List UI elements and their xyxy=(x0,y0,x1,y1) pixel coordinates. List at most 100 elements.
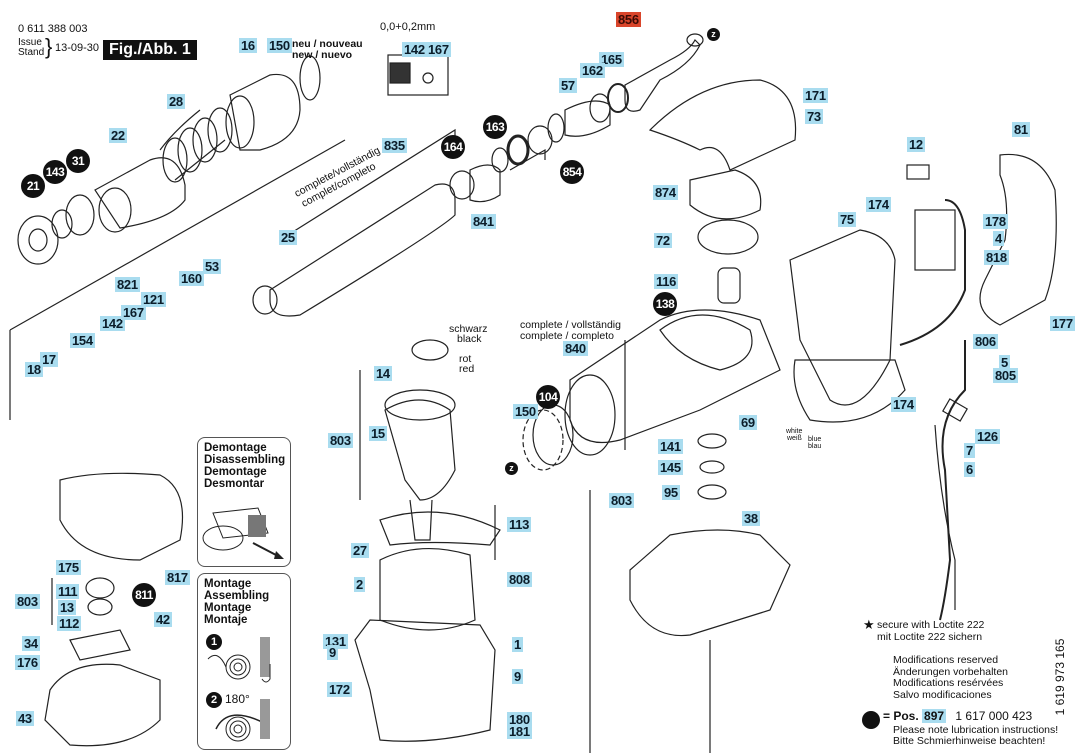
callout-856-highlighted: 856 xyxy=(616,12,641,27)
pos-part-number: 1 617 000 423 xyxy=(955,709,1033,723)
part-75-drawing xyxy=(789,229,896,406)
callout-817: 817 xyxy=(165,570,190,585)
part-43-drawing xyxy=(44,663,161,747)
callout-69: 69 xyxy=(739,415,757,430)
callout-121: 121 xyxy=(141,292,166,307)
disassembly-title-en: Disassembling xyxy=(204,454,286,466)
note-new-en-es: new / nuevo xyxy=(292,49,353,61)
part-16-drawing xyxy=(229,73,301,151)
callout-43: 43 xyxy=(16,711,34,726)
lube-callout-104: 104 xyxy=(536,385,560,409)
callout-154: 154 xyxy=(70,333,95,348)
star-icon: ★ xyxy=(863,617,875,632)
z-marker-top: z xyxy=(707,28,720,41)
part-22-drawing xyxy=(94,157,186,229)
spring-assembly-illustration xyxy=(207,637,271,742)
callout-95: 95 xyxy=(662,485,680,500)
lube-callout-138: 138 xyxy=(653,292,677,316)
callout-803-gear: 803 xyxy=(609,493,634,508)
pos-label: = Pos. xyxy=(883,709,919,723)
callout-72: 72 xyxy=(654,233,672,248)
figure-title: Fig./Abb. 1 xyxy=(103,40,197,60)
callout-806: 806 xyxy=(973,334,998,349)
lube-callout-21: 21 xyxy=(21,174,45,198)
assembly-panel: Montage Assembling Montage Montaje 1 2 1… xyxy=(197,573,291,750)
callout-42: 42 xyxy=(154,612,172,627)
callout-18: 18 xyxy=(25,362,43,377)
brace: } xyxy=(45,34,53,59)
motor-housing-1-drawing xyxy=(354,619,496,742)
callout-874: 874 xyxy=(653,185,678,200)
callout-167: 167 xyxy=(121,305,146,320)
callout-6: 6 xyxy=(964,462,975,477)
callout-113: 113 xyxy=(507,517,532,532)
callout-172: 172 xyxy=(327,682,352,697)
part-21-drawing xyxy=(17,215,59,265)
callout-13: 13 xyxy=(58,600,76,615)
document-number: 1 619 973 165 xyxy=(1053,638,1067,716)
callout-808: 808 xyxy=(507,572,532,587)
note-weiss: weiß xyxy=(787,435,802,442)
part-72-gear-drawing xyxy=(697,219,759,255)
callout-174-top: 174 xyxy=(866,197,891,212)
callout-171: 171 xyxy=(803,88,828,103)
loctite-line-de: mit Loctite 222 sichern xyxy=(877,630,983,643)
lubrication-dot-icon xyxy=(862,711,880,729)
modifications-note: Modifications reserved Änderungen vorbeh… xyxy=(893,654,1008,701)
callout-142-inset: 142 xyxy=(402,42,427,57)
disassembly-panel: Demontage Disassembling Demontage Desmon… xyxy=(197,437,291,567)
callout-81: 81 xyxy=(1012,122,1030,137)
callout-150-lower: 150 xyxy=(513,404,538,419)
callout-145: 145 xyxy=(658,460,683,475)
lube-callout-854: 854 xyxy=(560,160,584,184)
callout-180: 180 xyxy=(507,712,532,727)
issue-label: Issue xyxy=(18,37,42,48)
step-2-badge: 2 xyxy=(206,692,222,708)
callout-16: 16 xyxy=(239,38,257,53)
callout-840: 840 xyxy=(563,341,588,356)
callout-174-bottom: 174 xyxy=(891,397,916,412)
disassembly-title-es: Desmontar xyxy=(204,478,265,490)
callout-803-brush: 803 xyxy=(15,594,40,609)
lube-callout-143: 143 xyxy=(43,160,67,184)
callout-178: 178 xyxy=(983,214,1008,229)
callout-7: 7 xyxy=(964,443,975,458)
issue-date: 13-09-30 xyxy=(55,42,100,54)
loctite-line-en: secure with Loctite 222 xyxy=(877,619,985,631)
callout-167-inset: 167 xyxy=(426,42,451,57)
callout-181: 181 xyxy=(507,724,532,739)
note-new-de-fr: neu / nouveau xyxy=(292,38,363,50)
disassembly-title-de: Demontage xyxy=(204,442,267,454)
callout-9-left: 9 xyxy=(327,645,338,660)
mods-es: Salvo modificaciones xyxy=(893,688,992,701)
callout-177: 177 xyxy=(1050,316,1075,331)
callout-111: 111 xyxy=(56,584,80,599)
callout-75: 75 xyxy=(838,212,856,227)
callout-5: 5 xyxy=(999,355,1010,370)
note-blau: blau xyxy=(808,443,822,450)
note-complete-840-1: complete / vollständig xyxy=(520,319,621,331)
callout-160: 160 xyxy=(179,271,204,286)
rotation-180-label: 180° xyxy=(225,692,250,706)
callout-818: 818 xyxy=(984,250,1009,265)
brush-removal-illustration xyxy=(202,507,284,559)
part-840-housing-drawing xyxy=(569,309,781,444)
callout-38: 38 xyxy=(742,511,760,526)
callout-116: 116 xyxy=(654,274,679,289)
note-blue: blue xyxy=(808,436,822,443)
callout-803-armature: 803 xyxy=(328,433,353,448)
stator-2-drawing xyxy=(379,548,476,631)
note-schwarz: schwarz xyxy=(449,323,488,335)
lube-instructions-en: Please note lubrication instructions! xyxy=(893,724,1059,736)
lube-instructions-de: Bitte Schmierhinweise beachten! xyxy=(893,735,1046,747)
note-black: black xyxy=(457,333,482,345)
callout-9-right: 9 xyxy=(512,669,523,684)
lube-callout-164: 164 xyxy=(441,135,465,159)
assembly-title-fr: Montage xyxy=(204,602,252,614)
note-white: white xyxy=(786,428,803,435)
part-number: 0 611 388 003 xyxy=(18,23,88,35)
callout-4: 4 xyxy=(993,231,1004,246)
callout-175: 175 xyxy=(56,560,81,575)
assembly-title-es: Montaje xyxy=(204,614,248,626)
lube-callout-163: 163 xyxy=(483,115,507,139)
